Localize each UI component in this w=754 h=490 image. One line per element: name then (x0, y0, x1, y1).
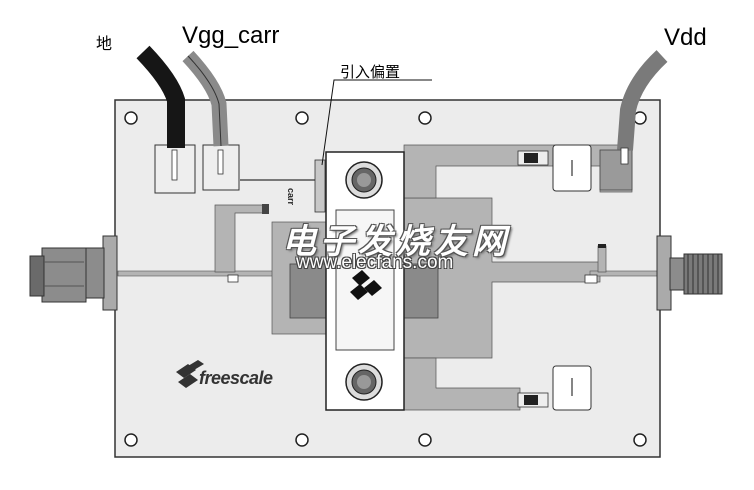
upper-capacitor-body (524, 153, 538, 163)
gate-bias-resistor (314, 159, 326, 213)
bias-label: 引入偏置 (340, 63, 401, 81)
carr-mark-label: carr (286, 188, 296, 206)
vdd-cable (617, 50, 668, 151)
vdd-label: Vdd (664, 24, 707, 51)
watermark-site-name: 电子发烧友网 (282, 222, 510, 262)
freescale-logo-text: freescale (199, 368, 273, 388)
mounting-hole (295, 433, 309, 447)
freescale-logo-mark (176, 360, 204, 388)
bias-leader-line (321, 79, 432, 166)
vgg-connector-pin (217, 149, 224, 175)
input-trace (117, 270, 281, 277)
vgg-cable-edge (187, 55, 222, 147)
transistor-logo-mark (350, 270, 382, 300)
mounting-hole (418, 433, 432, 447)
mounting-hole (124, 111, 138, 125)
ground-label: 地 (96, 34, 113, 53)
ground-cable (136, 45, 185, 148)
input-capacitor (227, 274, 239, 283)
transistor-screw-top (345, 161, 383, 199)
watermark-url: www.elecfans.com (296, 252, 454, 273)
vgg-label: Vgg_carr (182, 22, 280, 49)
ground-connector-pin (171, 149, 178, 181)
mounting-hole (633, 111, 647, 125)
input-sma-connector (29, 235, 118, 311)
mounting-hole (295, 111, 309, 125)
output-sma-connector (656, 235, 723, 311)
output-tab-cap (598, 244, 606, 248)
transistor-screw-bottom (345, 363, 383, 401)
vdd-cable-tip (620, 147, 629, 165)
output-capacitor (584, 274, 598, 284)
mounting-hole (418, 111, 432, 125)
mounting-hole (633, 433, 647, 447)
input-stub-cap (262, 204, 269, 214)
mounting-hole (124, 433, 138, 447)
output-tab (597, 245, 607, 273)
lower-capacitor-body (524, 395, 538, 405)
